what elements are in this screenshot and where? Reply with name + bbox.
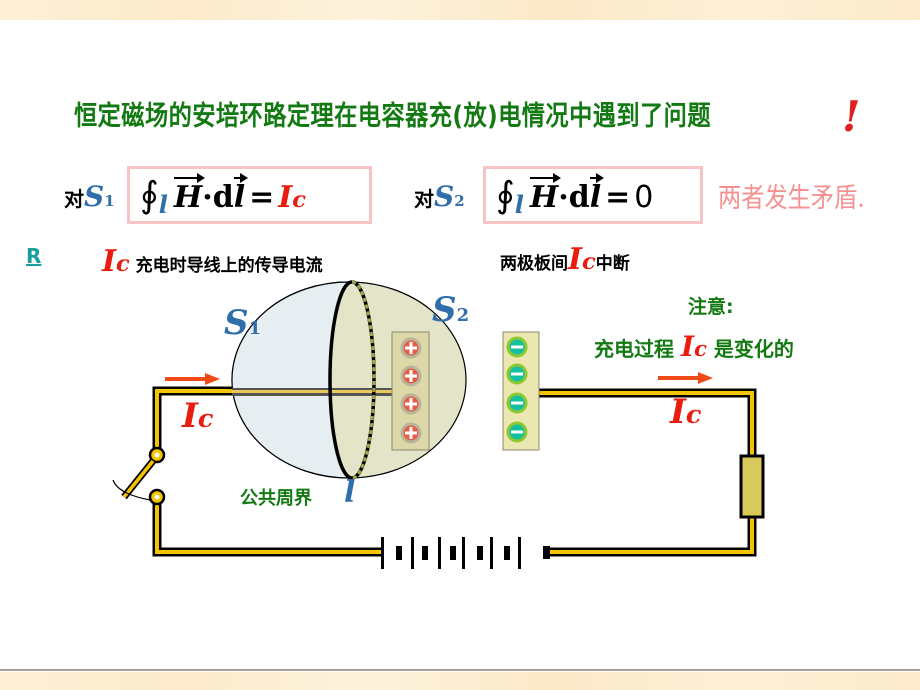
diagram-s2-label: S2 xyxy=(432,290,469,330)
current-subscript-c: c xyxy=(292,186,306,213)
surface-s2-label: 对S2 xyxy=(414,180,465,213)
left-current-label: Ic xyxy=(182,396,213,436)
h-vector: H xyxy=(529,172,562,215)
current-i: I xyxy=(680,330,695,363)
conduction-current-text: 充电时导线上的传导电流 xyxy=(135,256,323,276)
boundary-symbol: l xyxy=(344,475,356,510)
note-after: 是变化的 xyxy=(713,337,794,361)
plate-gap-before: 两极板间 xyxy=(500,254,568,274)
dot-operator: · xyxy=(558,179,569,215)
surface-subscript: 1 xyxy=(104,192,115,210)
current-ic: Ic xyxy=(681,330,707,363)
s1-subscript: 1 xyxy=(248,318,262,339)
current-subscript-c: c xyxy=(582,249,596,275)
current-ic: Ic xyxy=(278,180,306,215)
current-i: I xyxy=(568,242,583,277)
current-ic: Ic xyxy=(102,244,130,279)
plate-gap-label: 两极板间Ic中断 xyxy=(500,242,630,277)
prefix-text: 对 xyxy=(414,187,434,211)
differential-d: d xyxy=(212,179,234,215)
s1-symbol: S xyxy=(224,303,249,343)
contour-integral-icon: ∮ xyxy=(140,174,159,216)
current-ic: Ic xyxy=(568,242,596,277)
switch xyxy=(112,446,166,506)
current-subscript-c: c xyxy=(197,404,214,434)
current-subscript-c: c xyxy=(694,336,707,361)
note-text: 充电过程 Ic 是变化的 xyxy=(594,330,794,363)
current-subscript-c: c xyxy=(685,400,702,430)
surface-s1-shape xyxy=(232,282,349,478)
current-arrows xyxy=(165,372,713,385)
conduction-current-label: Ic 充电时导线上的传导电流 xyxy=(102,244,323,279)
plate-gap-after: 中断 xyxy=(595,254,630,274)
note-before: 充电过程 xyxy=(594,337,674,361)
surface-symbol: S xyxy=(84,180,105,213)
negative-charges xyxy=(506,336,528,443)
s2-subscript: 2 xyxy=(456,305,470,326)
loop-subscript: l xyxy=(158,189,168,219)
surface-s1-label: 对S1 xyxy=(64,180,115,213)
dot-operator: · xyxy=(202,179,213,215)
l-vector: l xyxy=(233,172,249,215)
slide-title: 恒定磁场的安培环路定理在电容器充(放)电情况中遇到了问题 xyxy=(74,101,711,132)
surface-symbol: S xyxy=(434,180,455,213)
current-i: I xyxy=(182,396,198,436)
equals-sign: = xyxy=(605,179,631,215)
l-vector: l xyxy=(589,172,605,215)
bottom-decor-band xyxy=(0,672,920,690)
exclamation-mark: ! xyxy=(842,92,861,141)
contradiction-text: 两者发生矛盾. xyxy=(718,183,865,214)
h-vector: H xyxy=(173,172,206,215)
loop-subscript: l xyxy=(514,189,524,219)
circuit-wires xyxy=(152,386,757,557)
diagram-s1-label: S1 xyxy=(224,303,261,343)
equals-sign: = xyxy=(249,179,275,215)
bottom-divider-line xyxy=(0,669,920,671)
boundary-label: 公共周界 xyxy=(240,488,312,509)
positive-charges xyxy=(400,337,422,444)
current-i: I xyxy=(278,179,293,215)
contour-integral-icon: ∮ xyxy=(496,174,515,216)
top-decor-band xyxy=(0,0,920,20)
resistor xyxy=(739,454,765,519)
current-i: I xyxy=(102,244,117,279)
differential-d: d xyxy=(568,179,590,215)
prefix-text: 对 xyxy=(64,187,84,211)
zero-value: 0 xyxy=(634,179,654,215)
current-subscript-c: c xyxy=(116,251,130,277)
r-link[interactable]: R xyxy=(26,244,42,268)
right-current-label: Ic xyxy=(670,392,701,432)
current-i: I xyxy=(670,392,686,432)
note-heading: 注意: xyxy=(688,296,734,318)
battery xyxy=(381,537,550,569)
surface-subscript: 2 xyxy=(454,192,465,210)
s2-symbol: S xyxy=(432,290,457,330)
